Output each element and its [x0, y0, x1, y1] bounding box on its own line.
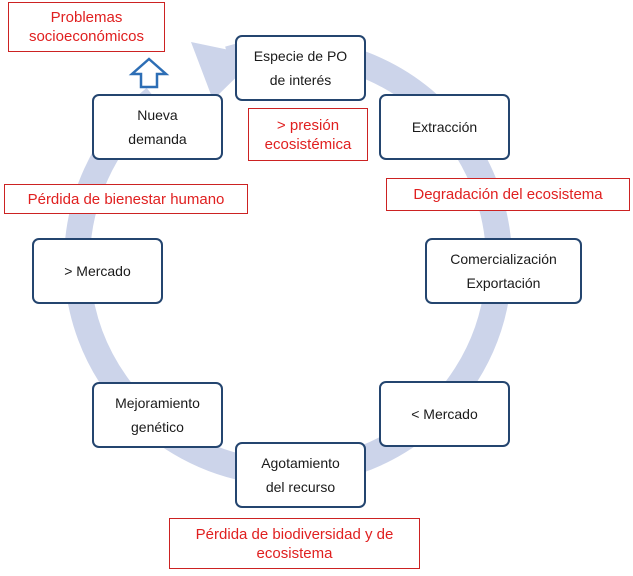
node-especie-label: Especie de PO de interés [253, 48, 348, 88]
note-problemas-label: Problemas socioeconómicos [28, 9, 145, 45]
node-comercializacion: Comercialización Exportación [425, 238, 582, 304]
node-mayor-mercado: > Mercado [32, 238, 163, 304]
node-mayor-mercado-label: > Mercado [64, 263, 131, 279]
note-biodiversidad: Pérdida de biodiversidad y de ecosistema [169, 518, 420, 569]
node-agotamiento: Agotamiento del recurso [235, 442, 366, 508]
node-menor-mercado-label: < Mercado [411, 406, 478, 422]
note-biodiversidad-label: Pérdida de biodiversidad y de ecosistema [195, 525, 394, 562]
node-extraccion-label: Extracción [411, 119, 478, 135]
note-bienestar-label: Pérdida de bienestar humano [27, 190, 225, 208]
node-mejoramiento-label: Mejoramiento genético [115, 395, 200, 435]
node-agotamiento-label: Agotamiento del recurso [261, 455, 340, 495]
node-mejoramiento: Mejoramiento genético [92, 382, 223, 448]
note-degradacion-label: Degradación del ecosistema [413, 186, 603, 203]
node-menor-mercado: < Mercado [379, 381, 510, 447]
node-extraccion: Extracción [379, 94, 510, 160]
up-arrow-icon [128, 57, 170, 89]
node-especie: Especie de PO de interés [235, 35, 366, 101]
note-problemas: Problemas socioeconómicos [8, 2, 165, 52]
note-bienestar: Pérdida de bienestar humano [4, 184, 248, 214]
node-nueva-demanda: Nueva demanda [92, 94, 223, 160]
node-comercializacion-label: Comercialización Exportación [450, 251, 557, 291]
note-degradacion: Degradación del ecosistema [386, 178, 630, 211]
note-presion: > presión ecosistémica [248, 108, 368, 161]
node-nueva-demanda-label: Nueva demanda [128, 107, 187, 147]
note-presion-label: > presión ecosistémica [264, 116, 352, 153]
